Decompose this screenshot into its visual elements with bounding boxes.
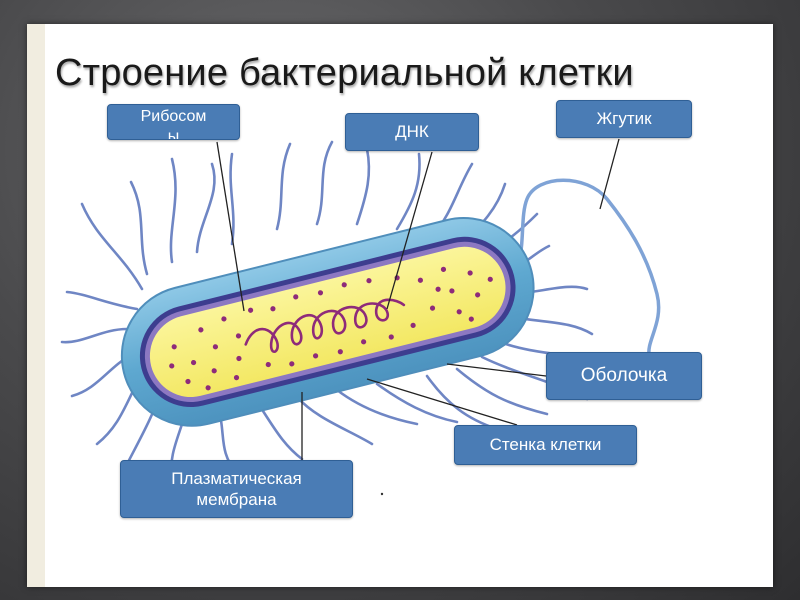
flagellum-label: Жгутик xyxy=(556,100,692,138)
stray-dot xyxy=(381,493,383,495)
ribosomes-label: Рибосом ы xyxy=(107,104,240,140)
cell-wall-label: Стенка клетки xyxy=(454,425,637,465)
capsule-label: Оболочка xyxy=(546,352,702,400)
plasma-membrane-label: Плазматическая мембрана xyxy=(120,460,353,518)
slide: Строение бактериальной клетки xyxy=(27,24,773,587)
dna-label: ДНК xyxy=(345,113,479,151)
